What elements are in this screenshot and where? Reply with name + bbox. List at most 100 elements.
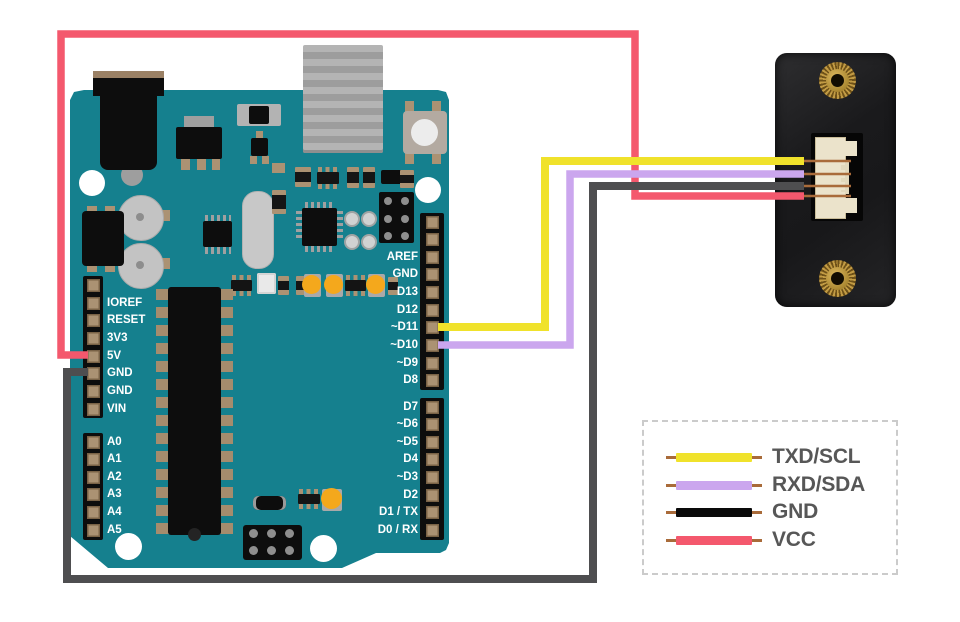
pin-label: A3 (107, 488, 122, 501)
legend-label: VCC (772, 528, 816, 551)
dip-pin (220, 396, 233, 408)
icsp-pin (267, 529, 276, 538)
smd-resistor (272, 163, 285, 173)
header-pin (86, 349, 100, 363)
legend-label: GND (772, 500, 819, 523)
smd-capacitor-core (249, 106, 269, 124)
header-pin (425, 233, 439, 247)
mounting-hole (415, 177, 441, 203)
legend-row: TXD/SCL (666, 444, 861, 470)
pin-label: ~D6 (396, 418, 418, 431)
header-pin (86, 314, 100, 328)
icsp-pin (285, 529, 294, 538)
capacitor-center (136, 213, 144, 221)
dip-pin (220, 522, 233, 534)
header-pin (425, 339, 439, 353)
pin-label: ~D9 (396, 356, 418, 369)
header-pin (425, 400, 439, 414)
pin-label: ~D11 (390, 321, 418, 334)
header-pin (425, 374, 439, 388)
pin-label: A5 (107, 523, 122, 536)
header-pin (86, 296, 100, 310)
header-pin (425, 418, 439, 432)
pin-label: D12 (396, 303, 418, 316)
dip-pin (220, 504, 233, 516)
smd-capacitor (295, 167, 311, 187)
transistor-leg (250, 156, 257, 164)
pin-label: A4 (107, 506, 122, 519)
rxd-wire (438, 170, 804, 349)
pin-label: GND (107, 367, 133, 380)
wire-color-bar (676, 452, 752, 462)
wire-color-bar (676, 535, 752, 545)
dip-pin (220, 432, 233, 444)
header-pin (425, 488, 439, 502)
smd-capacitor (347, 167, 359, 188)
wire-color-bar (676, 480, 752, 490)
icsp-pin (249, 529, 258, 538)
jst-connector-tab (845, 141, 857, 156)
mcu-legs (337, 211, 343, 241)
header-pin (86, 402, 100, 416)
dip-pin (220, 414, 233, 426)
legend-row: RXD/SDA (666, 472, 865, 498)
pin-label: AREF (386, 250, 418, 263)
legend-wire-swatch (666, 499, 762, 525)
sensor-module (775, 53, 896, 307)
smd-capacitor (363, 167, 375, 188)
pin-label: 3V3 (107, 331, 128, 344)
pin-label: D13 (396, 286, 418, 299)
pin-label: ~D10 (390, 339, 418, 352)
dip-notch (188, 528, 201, 541)
header-pin (86, 331, 100, 345)
icsp-pin (384, 215, 392, 223)
jst-connector-pin (838, 170, 845, 178)
smd-ic (231, 275, 252, 296)
brass-insert-hole (830, 271, 844, 285)
wire-color-bar (676, 507, 752, 517)
usb-connector (303, 45, 383, 153)
transistor-leg (262, 156, 269, 164)
header-pin (425, 268, 439, 282)
smd-capacitor (272, 190, 286, 214)
icsp-pin (401, 232, 409, 240)
pin-label: 5V (107, 349, 122, 362)
header-pin (425, 471, 439, 485)
header-pin (425, 506, 439, 520)
pin-label: ~D5 (396, 435, 418, 448)
pin-label: RESET (107, 314, 146, 327)
pin-label: D4 (403, 453, 418, 466)
dip-chip (168, 287, 221, 535)
transistor (251, 138, 268, 156)
jst-connector-latch (841, 162, 849, 194)
icsp-pin (285, 546, 294, 555)
header-pin (86, 367, 100, 381)
pin-label: GND (392, 268, 418, 281)
pin-label: D0 / RX (377, 524, 418, 537)
header-pin (425, 286, 439, 300)
led (302, 275, 321, 294)
smd-diode (253, 496, 286, 510)
mcu-chip (302, 208, 337, 246)
test-pad (361, 234, 377, 250)
led (321, 488, 342, 509)
icsp-pin (384, 197, 392, 205)
dip-pin (220, 450, 233, 462)
header-pin (86, 523, 100, 537)
header-pin (425, 215, 439, 229)
smd-ic (298, 489, 320, 509)
smd-capacitor (400, 170, 414, 188)
header-pin (86, 279, 100, 292)
dip-pin (220, 378, 233, 390)
jst-connector-pin (838, 182, 845, 190)
header-pin (425, 524, 439, 538)
header-pin (86, 453, 100, 467)
soic-legs (205, 246, 231, 254)
header-pin (425, 250, 439, 264)
header-pin (86, 488, 100, 502)
dip-pin (220, 468, 233, 480)
legend-wire-swatch (666, 444, 762, 470)
jst-connector-pin (838, 192, 845, 200)
jst-connector-tab (845, 198, 857, 213)
dip-pin (220, 486, 233, 498)
